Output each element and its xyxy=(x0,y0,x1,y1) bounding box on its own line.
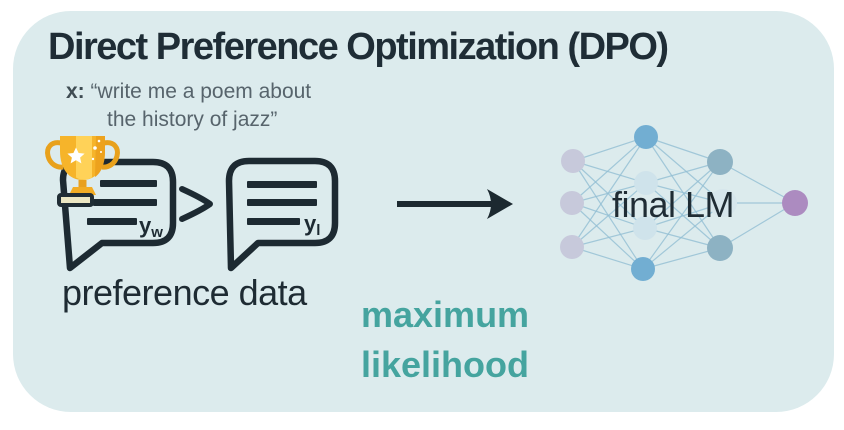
network-nodes xyxy=(560,125,808,281)
network-node xyxy=(709,189,737,217)
message-line xyxy=(100,180,157,187)
network-node xyxy=(631,257,655,281)
network-node xyxy=(560,191,584,215)
prompt-x-variable: x: xyxy=(66,80,85,103)
succeeds-symbol-icon xyxy=(179,186,213,222)
prompt-text: x: “write me a poem about the history of… xyxy=(66,78,311,134)
network-node xyxy=(782,190,808,216)
trophy-icon xyxy=(45,136,120,207)
training-objective-label: maximum likelihood xyxy=(361,290,529,390)
loser-response-label: yl xyxy=(304,211,320,239)
prompt-line-1: x: “write me a poem about xyxy=(66,78,311,106)
winner-response-label: yw xyxy=(139,213,163,241)
prompt-quote-line-2: the history of jazz” xyxy=(107,108,278,131)
message-line xyxy=(247,181,317,188)
message-line xyxy=(87,218,137,225)
loser-bubble-icon: yl xyxy=(225,157,339,272)
final-lm-label: final LM xyxy=(611,184,735,225)
preference-data-label: preference data xyxy=(62,272,307,313)
network-node xyxy=(561,149,585,173)
network-node xyxy=(634,171,658,195)
training-objective-line-1: maximum xyxy=(361,294,530,335)
right-arrow-icon xyxy=(397,189,513,219)
message-line xyxy=(93,199,157,206)
neural-network-diagram xyxy=(560,125,808,281)
network-node xyxy=(560,235,584,259)
training-objective-line-2: likelihood xyxy=(361,344,530,385)
network-node xyxy=(707,149,733,175)
network-node xyxy=(633,216,657,240)
network-node xyxy=(634,125,658,149)
message-line xyxy=(247,199,317,206)
prompt-quote-line-1: “write me a poem about xyxy=(90,80,312,103)
figure-title: Direct Preference Optimization (DPO) xyxy=(48,26,669,68)
network-node xyxy=(707,235,733,261)
message-line xyxy=(247,218,300,225)
